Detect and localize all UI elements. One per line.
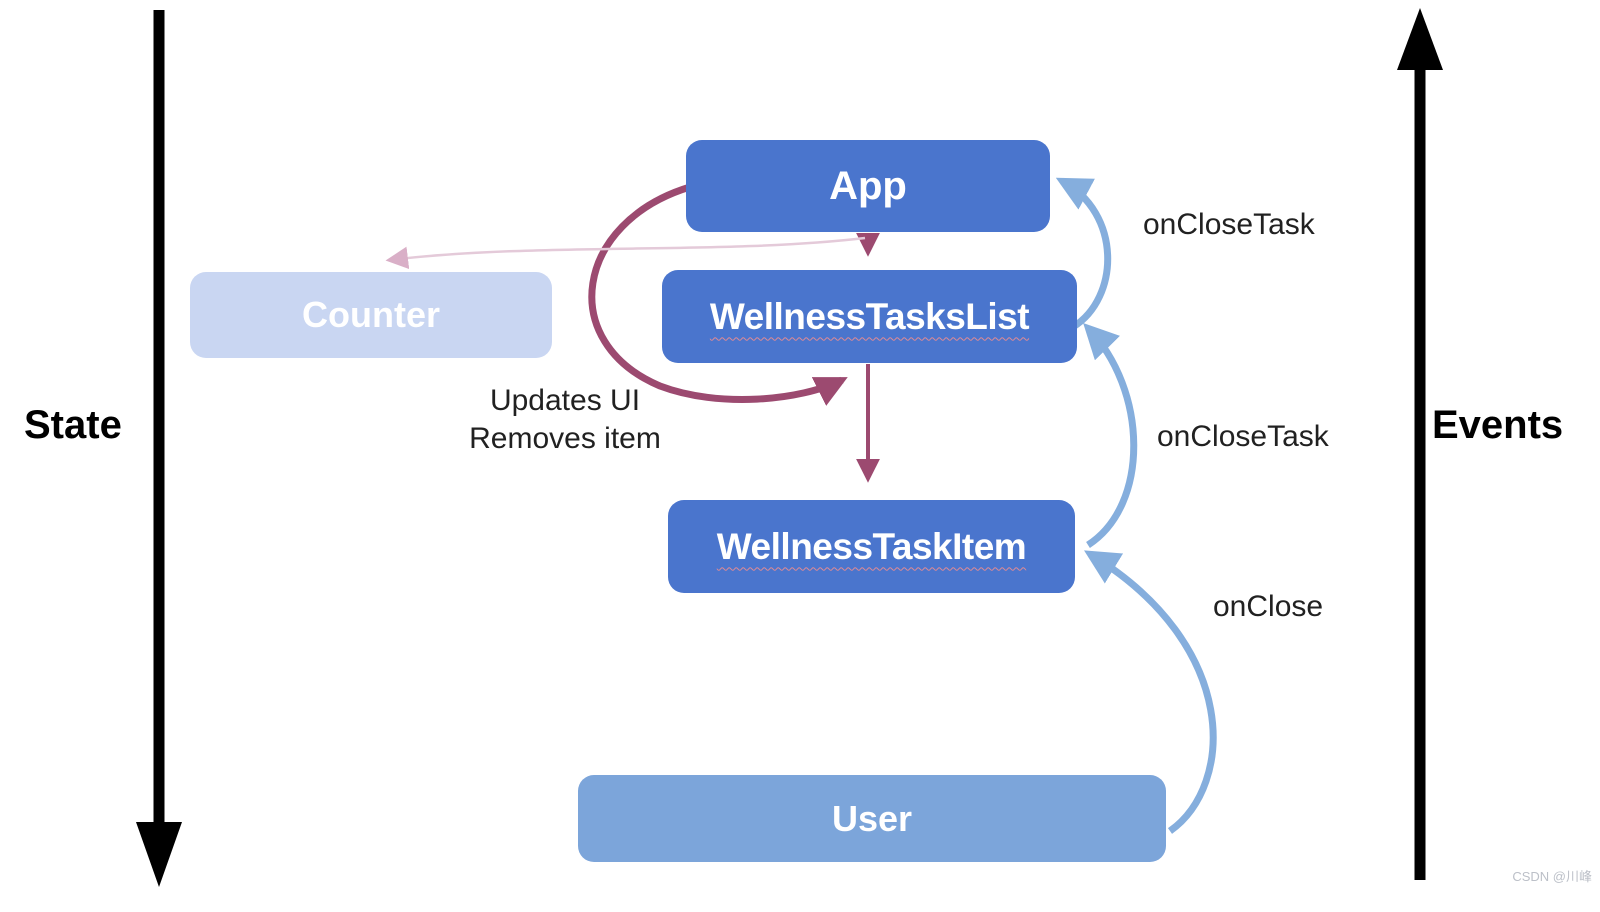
node-wellnesstaskitem: WellnessTaskItem bbox=[668, 500, 1075, 593]
edge-label-updates-ui: Updates UI Removes item bbox=[420, 382, 710, 458]
edge-label-onclose: onClose bbox=[1213, 590, 1324, 623]
node-user: User bbox=[578, 775, 1166, 862]
events-axis-arrow bbox=[1397, 8, 1443, 880]
edge-label-onclosetask-top: onCloseTask bbox=[1143, 208, 1315, 241]
node-app: App bbox=[686, 140, 1050, 232]
node-user-label: User bbox=[831, 797, 913, 839]
state-axis-arrow bbox=[136, 10, 182, 887]
edge-label-onclosetask-mid: onCloseTask bbox=[1157, 420, 1329, 453]
node-counter: Counter bbox=[190, 272, 552, 358]
edge-event-taskitem-to-taskslist bbox=[1083, 322, 1138, 548]
events-axis-label: Events bbox=[1432, 403, 1564, 447]
updates-ui-line2: Removes item bbox=[469, 422, 661, 455]
node-wellnesstaskslist: WellnessTasksList bbox=[662, 270, 1077, 363]
updates-ui-line1: Updates UI bbox=[489, 384, 641, 417]
edge-app-to-counter bbox=[385, 236, 866, 270]
node-wellnesstaskslist-label: WellnessTasksList bbox=[709, 295, 1030, 337]
state-axis-label: State bbox=[24, 403, 122, 447]
node-counter-label: Counter bbox=[302, 294, 440, 335]
edge-event-user-to-taskitem bbox=[1084, 550, 1217, 834]
node-wellnesstaskitem-label: WellnessTaskItem bbox=[716, 525, 1027, 567]
edge-updates-ui-loop bbox=[588, 183, 848, 406]
watermark: CSDN @川峰 bbox=[1512, 869, 1592, 884]
node-app-label: App bbox=[829, 163, 907, 208]
edge-event-taskslist-to-app bbox=[1055, 177, 1112, 330]
